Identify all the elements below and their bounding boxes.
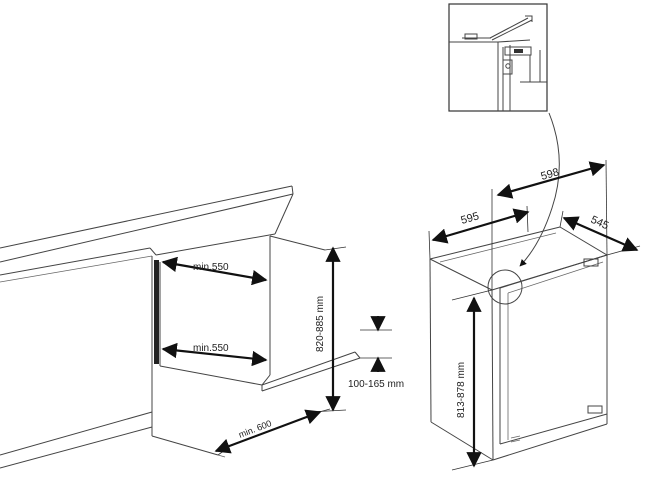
appliance	[429, 226, 608, 461]
dimension-appliance-depth-door: 598	[491, 159, 608, 290]
label-appliance-height: 813-878 mm	[456, 362, 467, 418]
label-depth-top: min.550	[193, 262, 229, 273]
dimension-plinth-height: 100-165 mm	[348, 316, 404, 390]
label-appliance-depth-door: 598	[540, 166, 561, 183]
label-depth-bottom: min.550	[193, 343, 229, 354]
dimension-appliance-height: 813-878 mm	[451, 289, 494, 471]
kitchen-niche	[0, 185, 361, 469]
detail-connector	[519, 112, 560, 267]
dimension-depth-top: min.550	[161, 256, 268, 286]
worktop	[0, 185, 294, 283]
label-plinth-height: 100-165 mm	[348, 379, 404, 390]
label-niche-height: 820-885 mm	[315, 296, 326, 352]
dimension-appliance-depth: 545	[559, 210, 641, 256]
seal-strip	[154, 260, 159, 364]
label-appliance-width: 595	[460, 210, 481, 227]
dimension-niche-height: 820-885 mm	[309, 246, 347, 413]
detail-circle	[487, 269, 523, 305]
detail-inset	[448, 3, 548, 112]
dimension-appliance-width: 595	[428, 205, 530, 260]
right-cabinet	[261, 235, 361, 392]
dimension-niche-width: min. 600	[214, 408, 331, 456]
dimension-depth-bottom: min.550	[161, 342, 268, 367]
left-cabinet-wall	[0, 256, 153, 469]
